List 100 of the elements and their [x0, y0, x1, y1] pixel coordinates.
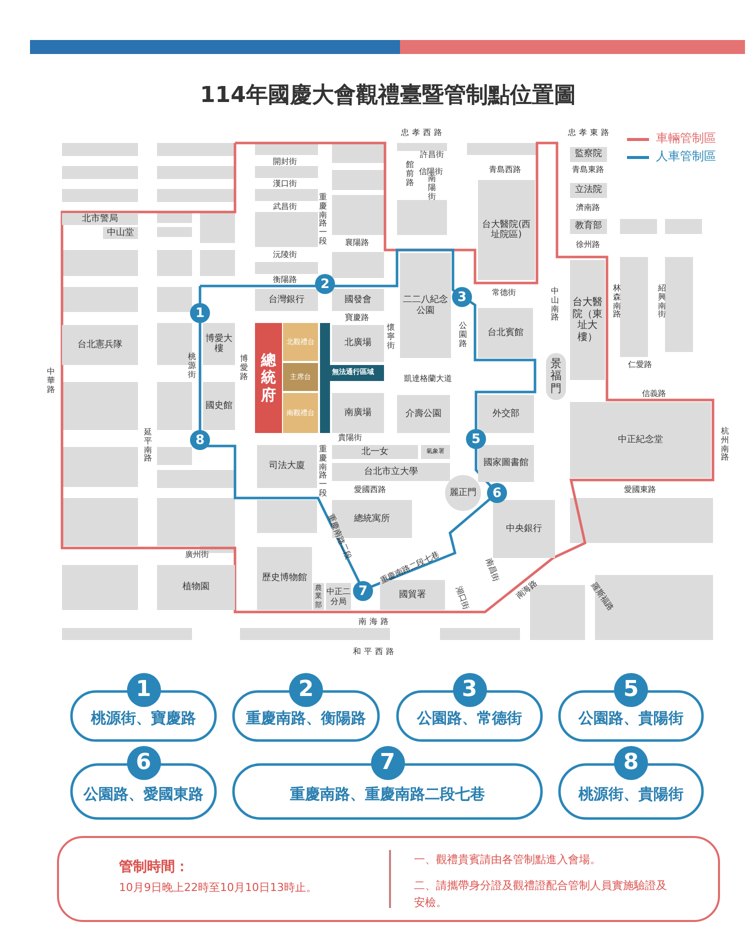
- street-label: 愛國東路: [624, 486, 656, 494]
- building-block: 台北市立大學: [332, 463, 450, 481]
- street-label: 濟南路: [576, 204, 600, 212]
- checkpoint-marker: 5: [466, 429, 486, 449]
- checkpoint-number: 1: [126, 673, 160, 707]
- building-block: 監察院: [570, 147, 607, 162]
- checkpoint-card: [70, 745, 217, 820]
- street-label: 南陽街: [428, 174, 436, 202]
- building-block: 南廣場: [332, 393, 384, 433]
- notice-item: 一、觀禮貴賓請由各管制點進入會場。: [414, 854, 601, 865]
- street-label: 湖口街: [454, 585, 470, 611]
- checkpoint-number: 6: [126, 746, 160, 780]
- street-label: 林森南路: [612, 284, 622, 320]
- checkpoint-name: 桃源街、貴陽街: [577, 786, 684, 802]
- building-block: 台北賓館: [478, 308, 533, 358]
- street-label: 羅斯福路: [590, 582, 614, 612]
- page-title: 114年國慶大會觀禮臺暨管制點位置圖: [200, 85, 576, 107]
- checkpoint-name: 公園路、貴陽街: [577, 711, 684, 726]
- street-label: 重慶南路一段: [318, 446, 328, 498]
- building-block: 博愛大樓: [203, 323, 235, 365]
- building-block: 外交部: [478, 395, 534, 433]
- street-label: 常德街: [492, 289, 516, 297]
- street-label: 襄陽路: [345, 239, 369, 247]
- street-label: 愛國西路: [354, 486, 386, 494]
- checkpoint-number: 7: [370, 746, 404, 780]
- street-label: 中華路: [46, 368, 56, 394]
- building-block: 中正紀念堂: [570, 402, 711, 478]
- notice-box: [57, 836, 720, 922]
- street-label: 許昌街: [420, 151, 444, 159]
- street-label: 南昌街: [484, 557, 500, 583]
- street-label: 忠孝西路: [401, 129, 445, 137]
- building-block: 北廣場: [332, 325, 384, 362]
- building-block: 台灣銀行: [255, 289, 318, 311]
- gate-block: 景福門: [546, 353, 566, 400]
- street-label: 寶慶路: [345, 314, 369, 322]
- checkpoint-marker: 8: [190, 430, 210, 450]
- notice-heading: 管制時間：: [119, 860, 189, 874]
- building-block: 教育部: [570, 219, 607, 234]
- building-block: 台北憲兵隊: [62, 325, 138, 365]
- street-label: 桃源街: [188, 352, 196, 380]
- checkpoint-name: 桃源街、寶慶路: [90, 711, 197, 726]
- street-label: 紹興南街: [658, 284, 666, 320]
- street-label: 和平西路: [353, 648, 397, 656]
- checkpoint-card: [396, 672, 543, 742]
- street-label: 公園路: [458, 322, 468, 348]
- checkpoint-name: 重慶南路、重慶南路二段七巷: [289, 786, 486, 802]
- building-block: 中山堂: [103, 227, 138, 239]
- checkpoint-marker: 3: [452, 287, 472, 307]
- street-label: 開封街: [273, 158, 297, 166]
- notice-time: 10月9日晚上22時至10月10日13時止。: [119, 882, 317, 893]
- street-label: 漢口街: [273, 180, 297, 188]
- checkpoint-name: 公園路、愛國東路: [82, 786, 204, 802]
- building-block: 國家圖書館: [478, 445, 534, 482]
- building-block: 歷史博物館: [257, 547, 312, 610]
- street-label: 重慶南路二段: [326, 513, 352, 561]
- building-block: 台大醫院（東址大樓）: [570, 260, 605, 380]
- checkpoint-number: 5: [614, 673, 648, 707]
- checkpoint-number: 3: [452, 673, 486, 707]
- building-block: 植物園: [157, 565, 235, 610]
- street-label: 沅陵街: [273, 251, 297, 259]
- street-label: 博愛路: [240, 354, 248, 382]
- street-label: 貴陽街: [338, 434, 362, 442]
- notice-item: 二、請攜帶身分證及觀禮證配合管制人員實施驗證及安檢。: [414, 878, 668, 910]
- street-label: 武昌街: [273, 203, 297, 211]
- building-block: 中正二分局: [326, 583, 351, 610]
- street-label: 信陽街: [419, 168, 443, 176]
- street-label: 南海路: [358, 618, 392, 626]
- checkpoint-marker: 6: [487, 483, 507, 503]
- building-block: 北一女: [332, 445, 418, 459]
- building-block: 國史館: [203, 382, 235, 430]
- street-label: 衡陽路: [273, 276, 297, 284]
- street-label: 延平南路: [144, 428, 152, 464]
- building-block: 北市警局: [62, 213, 138, 225]
- street-label: 青島東路: [572, 166, 604, 174]
- street-label: 重慶南路一段: [318, 194, 328, 246]
- building-block: 國發會: [332, 289, 384, 311]
- street-label: 中山南路: [550, 287, 560, 323]
- building-block: 介壽公園: [397, 395, 450, 433]
- building-block: 司法大廈: [257, 445, 317, 488]
- street-label: 南海路: [515, 579, 539, 601]
- checkpoint-number: 8: [614, 746, 648, 780]
- street-label: 忠孝東路: [568, 129, 612, 137]
- checkpoint-card: [558, 672, 704, 742]
- legend-label: 車輛管制區: [656, 132, 716, 144]
- building-block: 二二八紀念公園: [400, 253, 451, 358]
- checkpoint-card: [232, 672, 380, 742]
- street-label: 懷寧街: [386, 324, 396, 350]
- legend-label: 人車管制區: [656, 150, 716, 162]
- checkpoint-marker: 1: [190, 303, 210, 323]
- street-label: 杭州南路: [720, 427, 730, 463]
- checkpoint-card: [232, 745, 543, 820]
- building-block: 立法院: [570, 183, 607, 198]
- checkpoint-name: 公園路、常德街: [416, 711, 523, 726]
- checkpoint-marker: 2: [315, 274, 335, 294]
- checkpoint-number: 2: [289, 673, 323, 707]
- stand-block: 總統府: [255, 323, 282, 433]
- street-label: 館前路: [406, 160, 414, 188]
- checkpoint-marker: 7: [353, 581, 373, 601]
- street-label: 仁愛路: [628, 361, 652, 369]
- building-block: 台大醫院(西址院區): [478, 180, 535, 280]
